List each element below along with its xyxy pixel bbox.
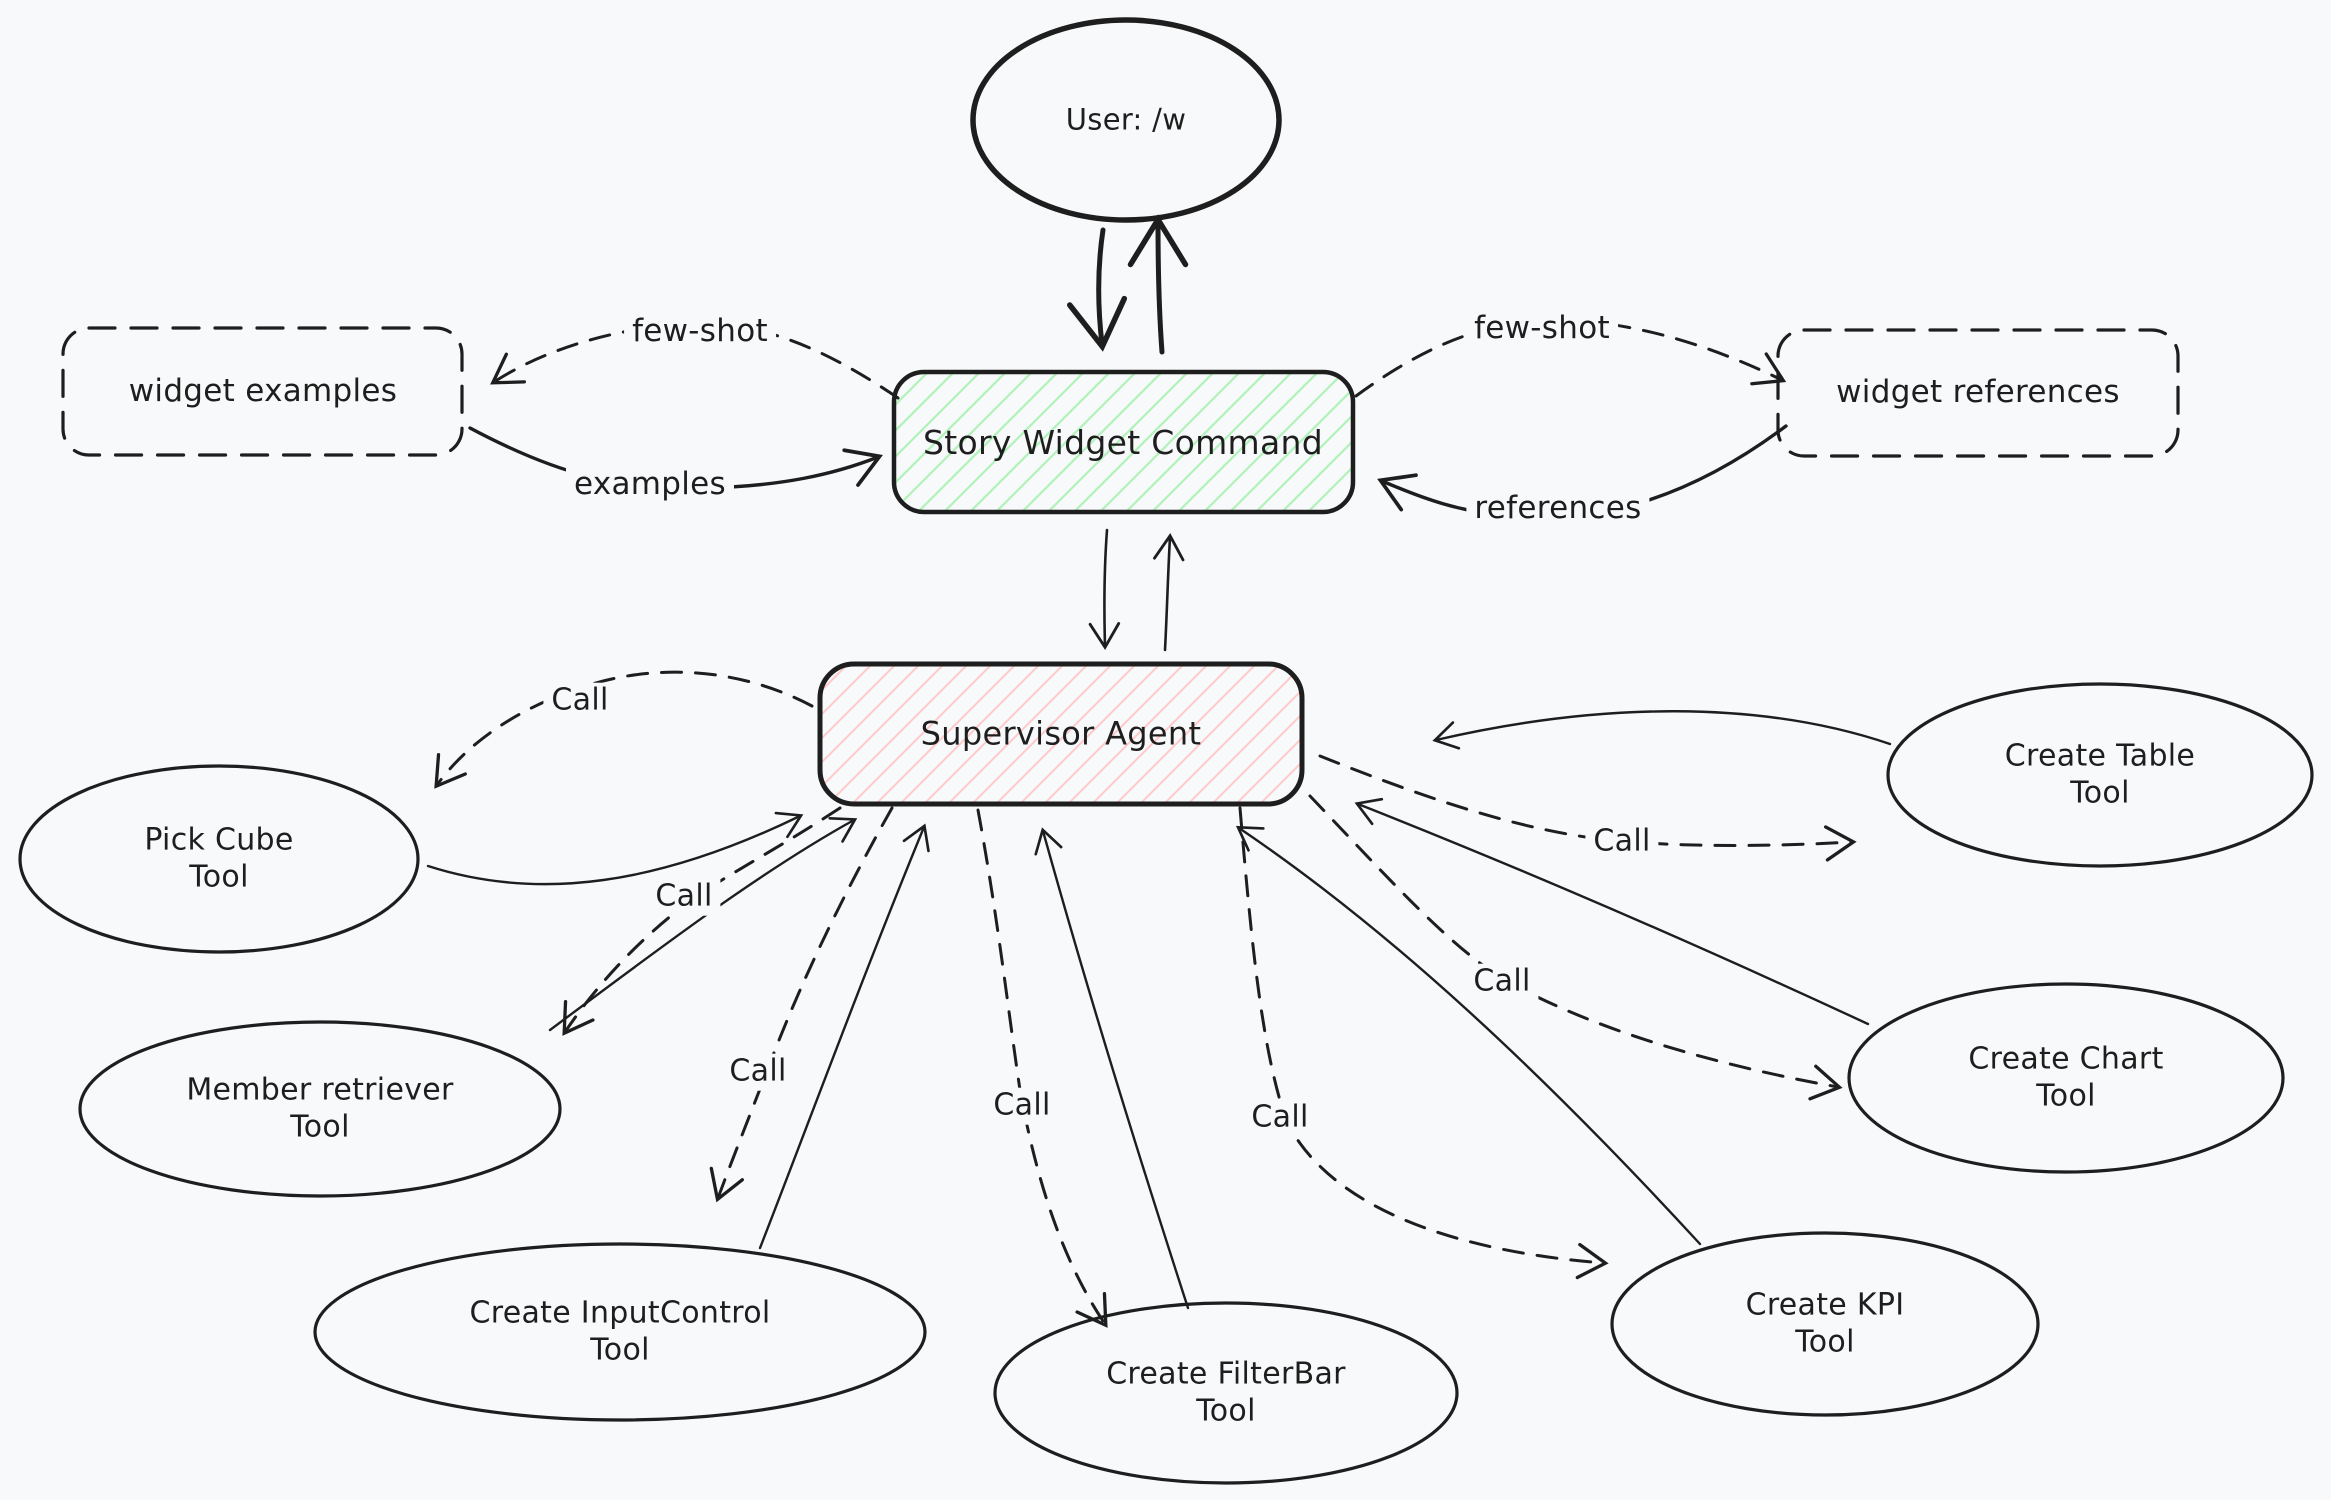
call-member-retriever-label: Call xyxy=(647,878,721,916)
few-shot-left-edge-label: few-shot xyxy=(624,313,776,351)
story-widget-command-box xyxy=(891,369,1356,515)
create-table-tool-label: Create Table Tool xyxy=(2004,738,2196,810)
user-ellipse xyxy=(970,17,1282,223)
user-node-label: User: /w xyxy=(1065,102,1187,137)
create-table-tool-ellipse xyxy=(1886,682,2314,868)
pick-cube-tool-label: Pick Cube Tool xyxy=(144,822,294,894)
arrow-kpi-to-supervisor xyxy=(1235,825,1702,1246)
call-table-label: Call xyxy=(1585,823,1659,861)
create-inputcontrol-tool-label: Create InputControl Tool xyxy=(469,1295,771,1367)
supervisor-agent-box xyxy=(817,661,1305,807)
arrow-pick-cube-to-supervisor xyxy=(426,811,804,886)
create-kpi-tool-label: Create KPI Tool xyxy=(1745,1287,1905,1359)
arrow-user-to-swc xyxy=(1066,227,1128,352)
pick-cube-tool-ellipse xyxy=(18,764,420,954)
arrow-supervisor-to-swc xyxy=(1153,532,1185,652)
references-edge-label: references xyxy=(1466,490,1650,528)
create-inputcontrol-tool-ellipse xyxy=(313,1242,927,1422)
arrow-call-inputcontrol xyxy=(709,806,894,1203)
story-widget-command-label: Story Widget Command xyxy=(923,422,1323,462)
widget-examples-label: widget examples xyxy=(128,373,398,410)
call-inputcontrol-label: Call xyxy=(721,1053,795,1091)
supervisor-agent-label: Supervisor Agent xyxy=(920,714,1202,753)
create-chart-tool-ellipse xyxy=(1847,982,2285,1174)
member-retriever-tool-ellipse xyxy=(78,1020,562,1198)
widget-examples-box xyxy=(61,326,464,457)
arrow-chart-to-supervisor xyxy=(1354,797,1870,1026)
few-shot-right-edge-label: few-shot xyxy=(1466,310,1618,348)
arrow-swc-to-supervisor xyxy=(1088,528,1121,651)
arrow-call-pick-cube xyxy=(434,670,814,789)
call-kpi-label: Call xyxy=(1243,1099,1317,1137)
arrow-inputcontrol-to-supervisor xyxy=(758,823,930,1250)
arrow-filterbar-to-supervisor xyxy=(1034,827,1190,1310)
widget-references-box xyxy=(1776,328,2180,458)
arrow-table-to-supervisor xyxy=(1432,710,1892,750)
create-kpi-tool-ellipse xyxy=(1610,1231,2040,1417)
call-pick-cube-label: Call xyxy=(543,682,617,720)
arrow-call-chart xyxy=(1308,794,1843,1101)
create-filterbar-tool-ellipse xyxy=(993,1301,1459,1485)
call-filterbar-label: Call xyxy=(985,1087,1059,1125)
create-filterbar-tool-label: Create FilterBar Tool xyxy=(1106,1356,1346,1428)
create-chart-tool-label: Create Chart Tool xyxy=(1968,1041,2164,1113)
member-retriever-tool-label: Member retriever Tool xyxy=(186,1072,454,1144)
widget-references-label: widget references xyxy=(1836,374,2120,411)
arrow-swc-to-user xyxy=(1127,214,1189,355)
call-chart-label: Call xyxy=(1465,963,1539,1001)
arrow-fewshot-swc-to-widget-examples xyxy=(490,322,900,400)
examples-edge-label: examples xyxy=(566,466,734,504)
